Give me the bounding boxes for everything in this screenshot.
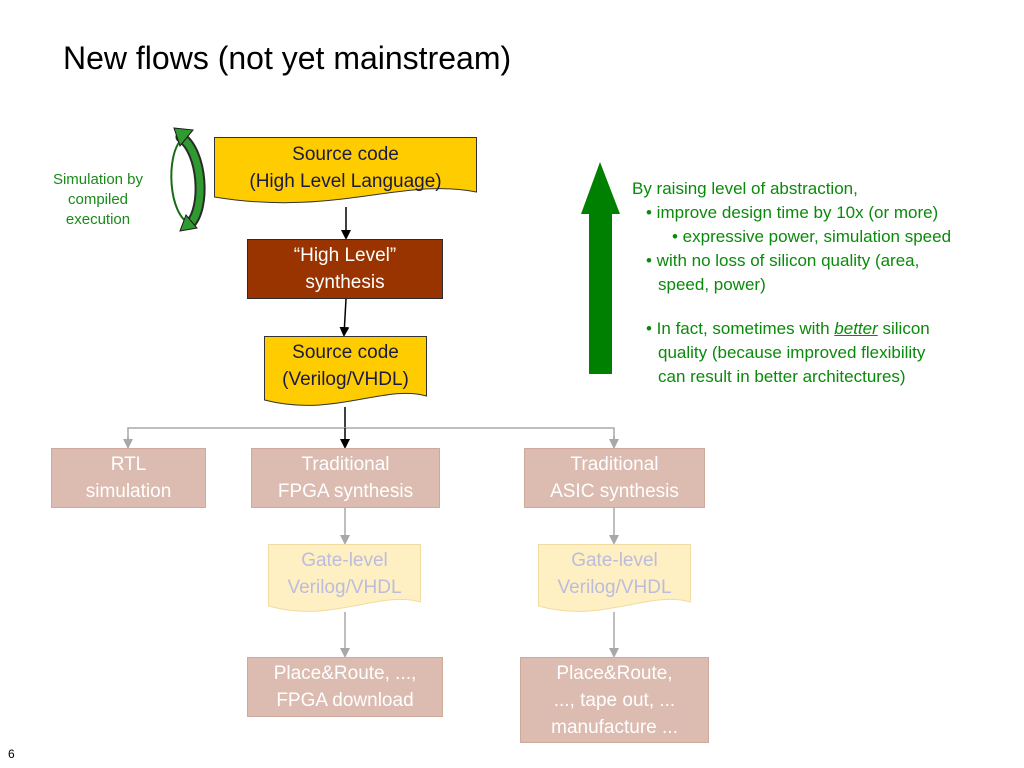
node-asic-gate-level: Gate-level Verilog/VHDL <box>538 544 691 616</box>
notes-bullet-better: • In fact, sometimes with better silicon <box>646 319 930 338</box>
notes-intro: By raising level of abstraction, <box>632 179 858 198</box>
node-rtl-simulation: RTL simulation <box>51 448 206 508</box>
circular-arrow-icon <box>170 127 206 232</box>
notes-sub-bullet-expressive: • expressive power, simulation speed <box>672 227 952 246</box>
abstraction-notes: By raising level of abstraction, • impro… <box>632 179 952 386</box>
notes-bullet-no-loss: • with no loss of silicon quality (area, <box>646 251 920 270</box>
up-arrow-icon <box>581 162 620 374</box>
page-number: 6 <box>8 747 15 761</box>
node-hls: “High Level” synthesis <box>247 239 443 299</box>
emphasis-better: better <box>834 319 878 338</box>
node-fpga-place-route: Place&Route, ..., FPGA download <box>247 657 443 717</box>
node-source-rtl: Source code (Verilog/VHDL) <box>264 336 427 410</box>
node-source-hll: Source code (High Level Language) <box>214 137 477 210</box>
slide-title: New flows (not yet mainstream) <box>63 40 512 76</box>
node-asic-synthesis: Traditional ASIC synthesis <box>524 448 705 508</box>
edge-branch-bar <box>127 427 615 448</box>
edge-hls-to-rtl <box>339 298 350 337</box>
node-fpga-synthesis: Traditional FPGA synthesis <box>251 448 440 508</box>
node-asic-place-route: Place&Route, ..., tape out, ... manufact… <box>520 657 709 743</box>
node-fpga-gate-level: Gate-level Verilog/VHDL <box>268 544 421 616</box>
simulation-note: Simulation by compiled execution <box>52 171 144 228</box>
notes-bullet-design-time: • improve design time by 10x (or more) <box>646 203 939 222</box>
